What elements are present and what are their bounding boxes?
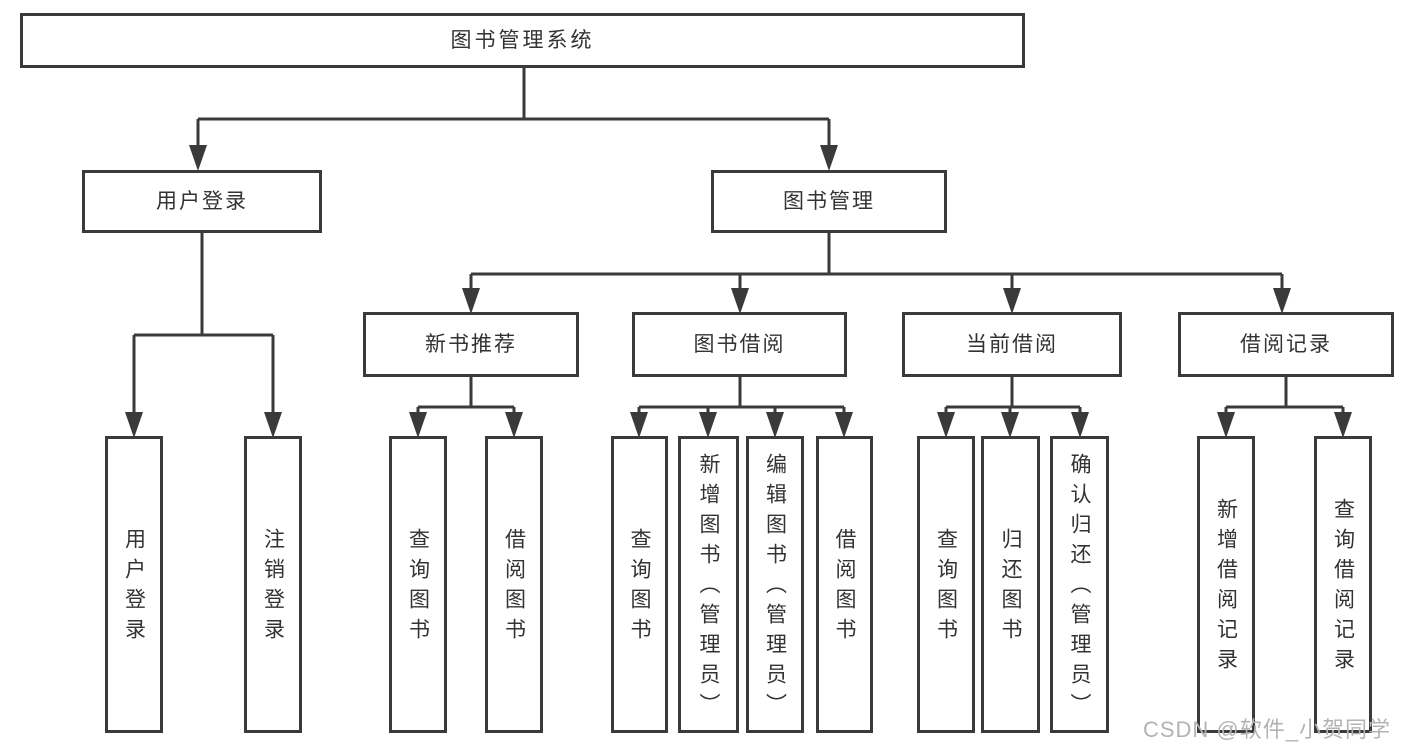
node-leaf-user-login: 用户登录: [105, 436, 163, 733]
connector-root: [196, 66, 831, 148]
arrow-down-icon: [1334, 412, 1352, 438]
arrow-down-icon: [835, 412, 853, 438]
arrow-down-icon: [189, 145, 207, 171]
node-leaf-query-books-3: 查询图书: [917, 436, 975, 733]
arrow-down-icon: [630, 412, 648, 438]
node-current-borrow: 当前借阅: [902, 312, 1122, 377]
node-leaf-logout: 注销登录: [244, 436, 302, 733]
arrow-down-icon: [820, 145, 838, 171]
node-new-book-recommend: 新书推荐: [363, 312, 579, 377]
node-leaf-add-book-admin: 新增图书（管理员）: [678, 436, 739, 733]
connector-book-borrow: [637, 377, 846, 415]
node-user-login: 用户登录: [82, 170, 322, 233]
node-leaf-query-borrow-record: 查询借阅记录: [1314, 436, 1372, 733]
connector-user-login: [132, 233, 275, 415]
arrow-down-icon: [125, 412, 143, 438]
arrow-down-icon: [409, 412, 427, 438]
connector-borrow-records: [1224, 377, 1345, 415]
arrow-down-icon: [731, 288, 749, 314]
arrow-down-icon: [1071, 412, 1089, 438]
connector-new-book-recommend: [416, 377, 516, 415]
arrow-down-icon: [264, 412, 282, 438]
node-borrow-records: 借阅记录: [1178, 312, 1394, 377]
node-leaf-query-books-1: 查询图书: [389, 436, 447, 733]
arrow-down-icon: [766, 412, 784, 438]
node-library-system-root: 图书管理系统: [20, 13, 1025, 68]
connector-current-borrow: [944, 377, 1082, 415]
node-leaf-query-books-2: 查询图书: [611, 436, 668, 733]
arrow-down-icon: [699, 412, 717, 438]
node-leaf-return-book: 归还图书: [981, 436, 1040, 733]
node-leaf-borrow-books-2: 借阅图书: [816, 436, 873, 733]
arrow-down-icon: [1273, 288, 1291, 314]
csdn-watermark: CSDN @软件_小贺同学: [1142, 717, 1391, 742]
arrow-down-icon: [505, 412, 523, 438]
node-book-management: 图书管理: [711, 170, 947, 233]
arrow-down-icon: [462, 288, 480, 314]
node-book-borrow: 图书借阅: [632, 312, 847, 377]
node-leaf-edit-book-admin: 编辑图书（管理员）: [746, 436, 804, 733]
connector-book-management: [469, 233, 1284, 291]
node-leaf-borrow-books-1: 借阅图书: [485, 436, 543, 733]
arrow-down-icon: [1001, 412, 1019, 438]
arrow-down-icon: [1003, 288, 1021, 314]
node-leaf-confirm-return-admin: 确认归还（管理员）: [1050, 436, 1109, 733]
arrow-down-icon: [1217, 412, 1235, 438]
node-leaf-add-borrow-record: 新增借阅记录: [1197, 436, 1255, 733]
arrow-down-icon: [937, 412, 955, 438]
